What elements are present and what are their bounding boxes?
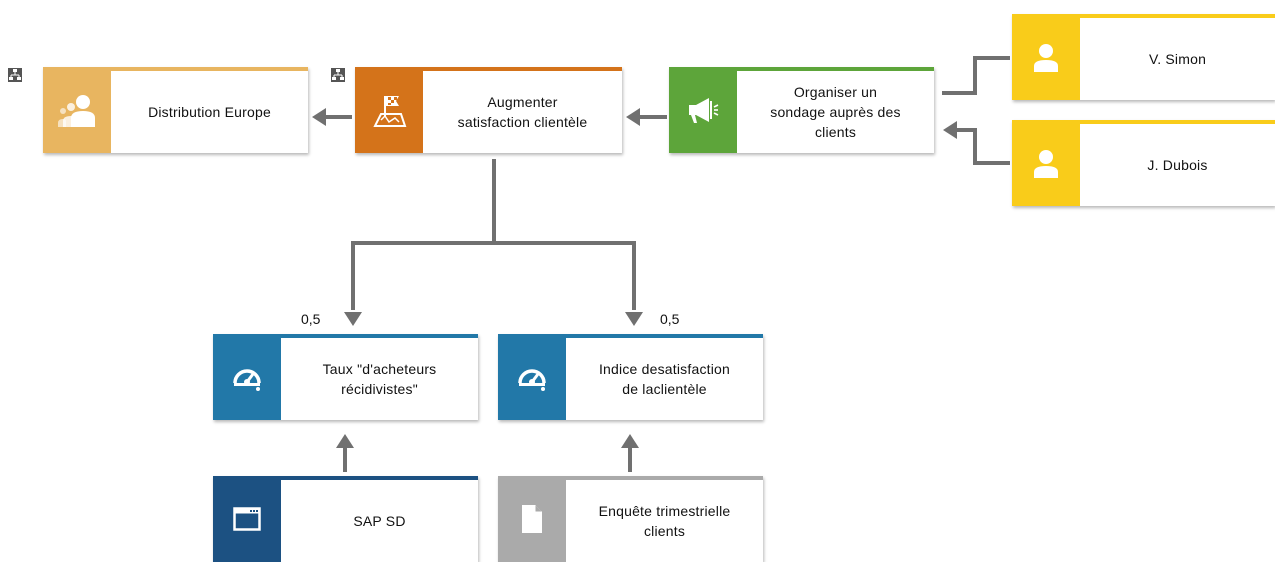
arrow-head xyxy=(621,434,639,448)
node-label: J. Dubois xyxy=(1147,157,1208,173)
person-icon-box xyxy=(1012,14,1080,100)
assignment-icon[interactable] xyxy=(331,68,345,82)
document-icon xyxy=(522,505,542,533)
node-kpi-repeat-buyers[interactable]: Taux "d'acheteurs récidivistes" xyxy=(213,334,478,420)
edge-simon-activity xyxy=(942,56,1010,95)
group-icon xyxy=(58,95,95,127)
window-icon xyxy=(233,507,261,531)
application-icon-box xyxy=(213,476,281,562)
kpi-icon-box xyxy=(498,334,566,420)
flag-map-icon xyxy=(373,96,407,127)
node-application-sap[interactable]: SAP SD xyxy=(213,476,478,562)
node-kpi-satisfaction-index[interactable]: Indice desatisfaction de laclientèle xyxy=(498,334,763,420)
person-icon xyxy=(1034,150,1058,178)
edge-dubois-activity xyxy=(955,128,1010,165)
gauge-icon xyxy=(518,369,546,391)
kpi-icon-box xyxy=(213,334,281,420)
node-distribution-europe[interactable]: Distribution Europe xyxy=(43,67,308,153)
node-label: Organiser un sondage auprès des clients xyxy=(770,84,901,140)
node-label: Taux "d'acheteurs récidivistes" xyxy=(322,361,437,397)
edge-objective-kpi1 xyxy=(351,159,496,310)
node-label: SAP SD xyxy=(353,513,406,529)
arrow-head xyxy=(336,434,354,448)
node-label: Enquête trimestrielle clients xyxy=(598,503,731,539)
node-person-dubois[interactable]: J. Dubois xyxy=(1012,120,1275,206)
arrow-head xyxy=(625,312,643,326)
arrow-head xyxy=(626,108,640,126)
node-label: Augmenter satisfaction clientèle xyxy=(457,94,588,130)
activity-icon-box xyxy=(669,67,737,153)
objective-icon-box xyxy=(355,67,423,153)
edge-objective-kpi2 xyxy=(494,241,636,310)
weight-label: 0,5 xyxy=(301,311,321,327)
weight-label: 0,5 xyxy=(660,311,680,327)
node-label: V. Simon xyxy=(1148,51,1207,67)
arrow-head xyxy=(312,108,326,126)
arrow-head xyxy=(943,121,957,139)
node-label: Indice desatisfaction de laclientèle xyxy=(598,361,731,397)
person-icon-box xyxy=(1012,120,1080,206)
arrow-head xyxy=(344,312,362,326)
document-icon-box xyxy=(498,476,566,562)
node-objective[interactable]: Augmenter satisfaction clientèle xyxy=(355,67,622,153)
node-activity[interactable]: Organiser un sondage auprès des clients xyxy=(669,67,934,153)
gauge-icon xyxy=(233,369,261,391)
org-unit-icon-box xyxy=(43,67,111,153)
node-document-survey[interactable]: Enquête trimestrielle clients xyxy=(498,476,763,562)
person-icon xyxy=(1034,44,1058,72)
megaphone-icon xyxy=(689,98,719,123)
assignment-icon[interactable] xyxy=(8,68,22,82)
node-label: Distribution Europe xyxy=(148,104,271,120)
node-person-simon[interactable]: V. Simon xyxy=(1012,14,1275,100)
